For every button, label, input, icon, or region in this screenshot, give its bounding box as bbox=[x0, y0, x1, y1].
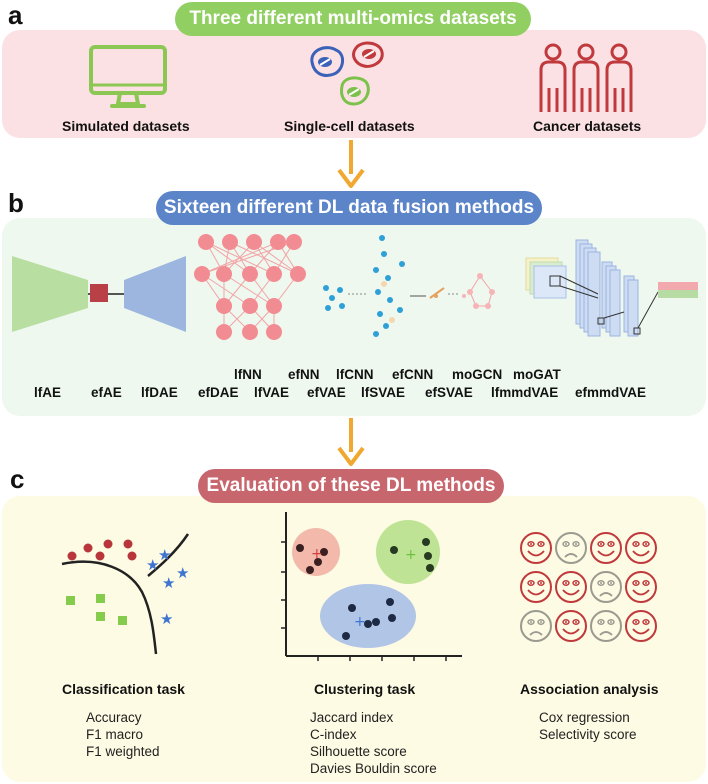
metric-jaccard-index: Jaccard index bbox=[310, 710, 394, 725]
method-label: lfNN bbox=[234, 367, 262, 382]
cells-icon bbox=[310, 41, 384, 106]
method-label: lfSVAE bbox=[361, 385, 406, 400]
classification-illustration: ★ ★ ★ ★ ★ bbox=[61, 533, 189, 655]
task-title-clustering: Clustering task bbox=[314, 681, 416, 697]
method-label: lfmmdVAE bbox=[491, 385, 559, 400]
clustering-illustration: + + + bbox=[281, 512, 462, 661]
method-label: lfAE bbox=[34, 385, 61, 400]
dataset-label-cancer: Cancer datasets bbox=[533, 118, 642, 134]
people-icon bbox=[539, 43, 633, 112]
monitor-icon bbox=[89, 45, 167, 108]
panel-b-title-pill: Sixteen different DL data fusion methods bbox=[156, 191, 542, 225]
neural-network-diagram bbox=[194, 234, 306, 340]
panel-c-title-pill: Evaluation of these DL methods bbox=[198, 469, 504, 503]
method-label: moGAT bbox=[513, 367, 561, 382]
panel-c-letter: c bbox=[10, 464, 25, 494]
metric-selectivity-score: Selectivity score bbox=[539, 727, 637, 742]
panel-a-letter: a bbox=[8, 0, 23, 30]
panel-b-letter: b bbox=[8, 188, 24, 218]
svg-text:+: + bbox=[354, 614, 366, 630]
sad-face-icon bbox=[555, 532, 587, 564]
metric-davies-bouldin-score: Davies Bouldin score bbox=[310, 761, 437, 776]
happy-face-icon bbox=[625, 571, 657, 603]
metric-f1-weighted: F1 weighted bbox=[86, 744, 160, 759]
method-label: lfVAE bbox=[254, 385, 290, 400]
arrow-down-icon bbox=[337, 140, 365, 188]
method-label: lfDAE bbox=[141, 385, 178, 400]
happy-face-icon bbox=[625, 532, 657, 564]
sad-face-icon bbox=[590, 571, 622, 603]
svg-text:★: ★ bbox=[160, 610, 173, 628]
svg-text:★: ★ bbox=[176, 564, 189, 582]
cnn-diagram bbox=[525, 239, 698, 337]
autoencoder-diagram bbox=[12, 256, 186, 332]
happy-face-icon bbox=[520, 532, 552, 564]
metric-c-index: C-index bbox=[310, 727, 357, 742]
metric-silhouette-score: Silhouette score bbox=[310, 744, 407, 759]
method-label: efAE bbox=[91, 385, 122, 400]
svg-text:★: ★ bbox=[162, 574, 175, 592]
method-label: moGCN bbox=[452, 367, 503, 382]
happy-face-icon bbox=[555, 571, 587, 603]
method-label: lfCNN bbox=[336, 367, 374, 382]
method-label: efCNN bbox=[392, 367, 434, 382]
happy-face-icon bbox=[555, 610, 587, 642]
sad-face-icon bbox=[590, 610, 622, 642]
method-label: efmmdVAE bbox=[575, 385, 647, 400]
task-title-classification: Classification task bbox=[62, 681, 185, 697]
happy-face-icon bbox=[625, 610, 657, 642]
task-title-association: Association analysis bbox=[520, 681, 659, 697]
sad-face-icon bbox=[520, 610, 552, 642]
faces-grid bbox=[520, 532, 670, 652]
method-label: efNN bbox=[288, 367, 320, 382]
happy-face-icon bbox=[590, 532, 622, 564]
svg-text:★: ★ bbox=[158, 546, 171, 564]
svg-text:★: ★ bbox=[146, 556, 159, 574]
dataset-label-single-cell: Single-cell datasets bbox=[284, 118, 415, 134]
dataset-label-simulated: Simulated datasets bbox=[62, 118, 190, 134]
arrow-down-icon bbox=[337, 418, 365, 466]
panel-a-title-pill: Three different multi-omics datasets bbox=[175, 2, 531, 36]
svg-text:+: + bbox=[405, 547, 417, 563]
metric-cox-regression: Cox regression bbox=[539, 710, 630, 725]
method-label: efVAE bbox=[307, 385, 346, 400]
metric-accuracy: Accuracy bbox=[86, 710, 142, 725]
graph-diagram bbox=[323, 235, 495, 337]
method-label: efSVAE bbox=[425, 385, 473, 400]
method-label: efDAE bbox=[198, 385, 239, 400]
metric-f1-macro: F1 macro bbox=[86, 727, 144, 742]
svg-text:+: + bbox=[311, 546, 323, 562]
happy-face-icon bbox=[520, 571, 552, 603]
